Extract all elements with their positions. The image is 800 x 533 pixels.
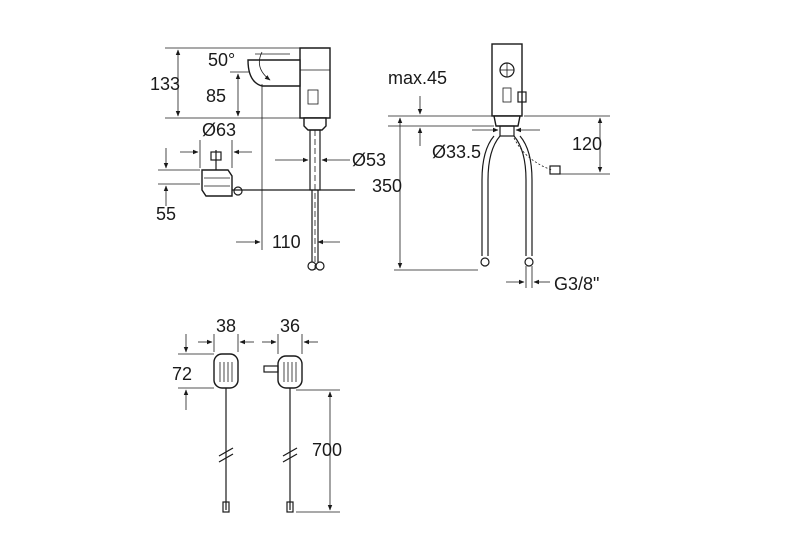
power-supply-38 xyxy=(213,353,239,513)
dim-height-85: 85 xyxy=(206,86,226,106)
dim-reach-110: 110 xyxy=(272,232,301,252)
dim-width-38: 38 xyxy=(216,316,236,336)
power-supply-dimensions xyxy=(178,334,340,513)
dim-height-120: 120 xyxy=(572,134,602,154)
side-view-dimensions xyxy=(158,47,350,250)
dim-cable-700: 700 xyxy=(312,440,342,460)
dim-height-133: 133 xyxy=(150,74,180,94)
dim-width-36: 36 xyxy=(280,316,300,336)
dim-angle-50: 50° xyxy=(208,50,235,70)
power-supply-36 xyxy=(263,355,303,513)
faucet-front-view xyxy=(480,43,561,267)
dim-depth-55: 55 xyxy=(156,204,176,224)
faucet-side-view xyxy=(201,47,355,271)
dim-diameter-33-5: Ø33.5 xyxy=(432,142,481,162)
dim-height-72: 72 xyxy=(172,364,192,384)
dim-height-350: 350 xyxy=(372,176,402,196)
dim-diameter-53: Ø53 xyxy=(352,150,386,170)
front-view-dimensions xyxy=(388,96,610,288)
dim-diameter-63: Ø63 xyxy=(202,120,236,140)
dim-thread-g3-8: G3/8" xyxy=(554,274,599,294)
dim-max-45: max.45 xyxy=(388,68,447,88)
